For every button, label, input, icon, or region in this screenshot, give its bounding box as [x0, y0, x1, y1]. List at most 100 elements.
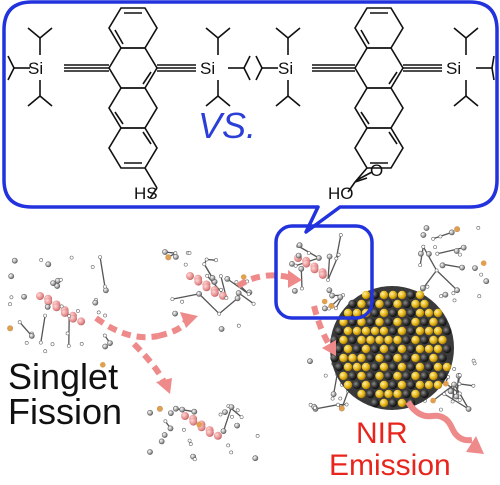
thiol-label: HS [134, 184, 158, 203]
dark-atom [420, 317, 429, 327]
gold-atom [357, 335, 366, 345]
silicon-atom [328, 303, 335, 309]
atom [295, 252, 302, 259]
nir-emission-arrow [405, 400, 473, 444]
dark-atom [438, 317, 447, 327]
dark-atom [334, 344, 344, 354]
atom [192, 457, 197, 462]
bond [443, 393, 469, 410]
pentacene-atom [318, 270, 327, 279]
dark-atom [442, 344, 452, 354]
gold-atom [339, 371, 348, 381]
pentacene-atom [36, 292, 44, 300]
dark-atom [388, 398, 398, 408]
atom [439, 294, 444, 299]
atom [457, 381, 462, 386]
atom [439, 262, 446, 269]
bond [436, 269, 458, 291]
dark-atom [370, 380, 380, 390]
bond [99, 256, 106, 287]
carbonyl-oxygen-label: O [370, 161, 383, 180]
gold-atom [339, 353, 348, 363]
gold-atom [343, 344, 353, 354]
atom [329, 292, 335, 299]
dark-atom [424, 362, 434, 372]
gold-atom [375, 371, 384, 381]
silicon-atom [321, 298, 328, 305]
fission-arrowheads [156, 270, 336, 394]
atom [291, 287, 298, 294]
atom [187, 438, 192, 443]
dark-atom [370, 362, 380, 372]
gold-atom [393, 335, 402, 345]
dark-atom [366, 389, 375, 399]
atom [39, 258, 44, 262]
dark-atom [406, 344, 416, 354]
atom [296, 242, 303, 249]
pentacene-atom [52, 303, 61, 312]
gold-atom [424, 380, 434, 390]
silicon-atom [454, 226, 460, 232]
gold-atom [393, 353, 402, 363]
atom [102, 333, 107, 338]
bond [222, 406, 233, 432]
gold-atom [438, 335, 447, 345]
dark-atom [388, 344, 398, 354]
gold-atom [429, 371, 438, 381]
atom [96, 310, 101, 315]
atom [158, 438, 165, 445]
atom [228, 404, 235, 410]
dark-atom [402, 335, 411, 345]
atom [43, 349, 48, 354]
gold-atom [415, 326, 425, 336]
gold-atom [420, 299, 429, 309]
atom [98, 255, 103, 260]
atom [107, 340, 113, 346]
atom [323, 373, 328, 378]
atom [457, 398, 462, 402]
atom [251, 301, 256, 306]
atom [336, 402, 340, 407]
atom [214, 258, 219, 263]
bond [238, 292, 254, 305]
gold-atom [397, 290, 407, 300]
atom [222, 409, 228, 415]
gold-atom [379, 326, 389, 336]
gold-atom [411, 389, 420, 399]
atom [217, 311, 222, 316]
atom [442, 392, 447, 396]
gold-atom [393, 389, 402, 399]
gold-atom [393, 299, 402, 309]
atom [38, 340, 43, 345]
speech-bubble [2, 0, 499, 234]
atom [66, 343, 71, 348]
atom [477, 294, 482, 299]
bond [437, 246, 464, 255]
silicon-atom [443, 380, 449, 387]
gold-atom [379, 362, 389, 372]
atom [172, 405, 179, 412]
atom [330, 391, 337, 398]
gold-atom [352, 362, 362, 372]
atom [431, 236, 436, 241]
pentacene-atom [205, 428, 214, 437]
bond [455, 375, 461, 397]
atom [306, 251, 311, 255]
gold-atom [397, 326, 407, 336]
silicon-atom [196, 421, 202, 428]
bond [422, 270, 438, 289]
atom [338, 396, 343, 401]
silicon-atom [165, 254, 172, 261]
gold-atom [442, 362, 452, 372]
atom [161, 432, 168, 438]
atom [344, 402, 349, 407]
dark-atom [370, 398, 380, 408]
atom [451, 381, 457, 388]
atom [9, 295, 14, 300]
singlet-label: Singlet [8, 356, 118, 397]
gold-atom [411, 299, 420, 309]
atom [50, 342, 55, 347]
atom [452, 298, 457, 303]
atom [425, 250, 432, 257]
atom [103, 284, 107, 289]
